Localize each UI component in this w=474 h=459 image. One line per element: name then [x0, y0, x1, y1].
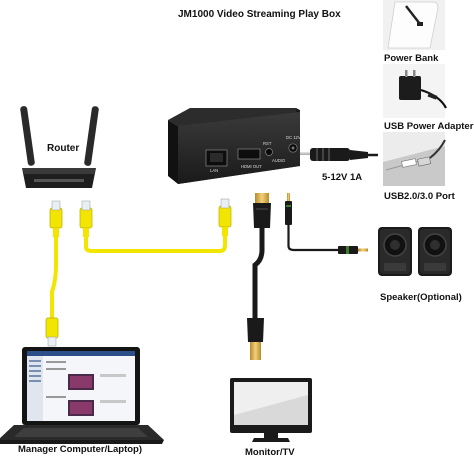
ethernet-cables: [50, 234, 227, 324]
power-bank-label: Power Bank: [384, 53, 439, 64]
rst-label: RST: [263, 141, 272, 146]
hdmi-plug-bottom: [250, 342, 261, 360]
rj45-plug-laptop: [45, 317, 59, 347]
dc-input-label: 5-12V 1A: [322, 172, 363, 183]
play-box-device: LAN HDMI OUT RST AUDIO DC 12V: [168, 108, 301, 184]
speaker-left-icon: [378, 227, 412, 276]
audio-port-label: AUDIO: [272, 158, 286, 163]
audio-cable: [285, 193, 368, 254]
rj45-plug-box: [218, 198, 232, 236]
speaker-right-icon: [418, 227, 452, 276]
laptop-label: Manager Computer/Laptop): [18, 444, 143, 455]
monitor-icon: [230, 378, 312, 442]
rj45-plug-router-left: [49, 200, 63, 237]
hdmi-port: [237, 148, 261, 160]
speaker-label: Speaker(Optional): [380, 292, 462, 303]
hdmi-cable: [247, 193, 271, 360]
dc-power-plug: [300, 148, 378, 161]
lan-port-label: LAN: [210, 168, 218, 173]
router-icon: [20, 106, 99, 188]
usb-power-adapter-label: USB Power Adapter: [384, 121, 474, 132]
laptop-icon: [0, 347, 164, 444]
usb-port-icon: [383, 132, 446, 186]
audio-jack: [265, 148, 273, 156]
ethernet-cable-router-laptop: [50, 234, 58, 324]
router-label: Router: [47, 143, 80, 154]
ethernet-cable-router-box: [84, 234, 227, 253]
power-bank-icon: [383, 0, 445, 50]
hdmi-port-label: HDMI OUT: [241, 164, 262, 169]
usb-power-adapter-icon: [383, 64, 447, 118]
usb-port-label: USB2.0/3.0 Port: [384, 191, 455, 202]
dc-port-label: DC 12V: [286, 135, 301, 140]
rj45-plug-router-right: [79, 200, 93, 237]
hdmi-plug-top: [255, 193, 269, 203]
diagram-title: JM1000 Video Streaming Play Box: [178, 9, 341, 20]
monitor-label: Monitor/TV: [245, 447, 295, 458]
